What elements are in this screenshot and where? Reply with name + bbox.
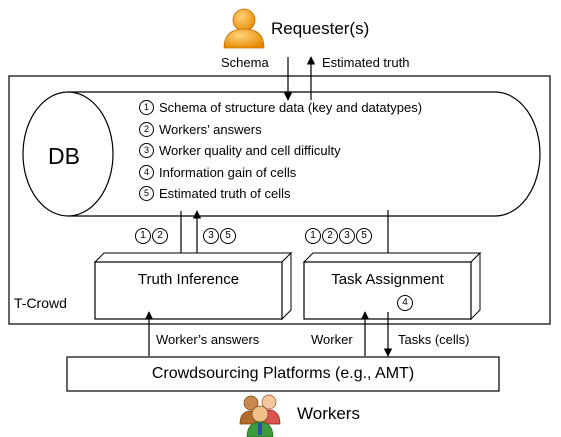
circled-number: 3 [339, 228, 355, 244]
circled-number: 1 [135, 228, 151, 244]
db-item-text: Estimated truth of cells [159, 186, 291, 202]
db-item-number: 5 [139, 186, 154, 202]
db-item: 1 Schema of structure data (key and datat… [139, 97, 422, 119]
db-item-number: 3 [139, 143, 154, 159]
circled-number: 2 [322, 228, 338, 244]
db-item-text: Schema of structure data (key and dataty… [159, 100, 423, 116]
db-item-text: Information gain of cells [159, 164, 297, 180]
circled-number: 5 [356, 228, 372, 244]
circled-number: 2 [152, 228, 168, 244]
worker-label: Worker [311, 332, 353, 347]
task-assignment-badge: 4 [397, 295, 413, 311]
t-crowd-label: T-Crowd [14, 295, 67, 311]
platform-label: Crowdsourcing Platforms (e.g., AMT) [151, 365, 415, 382]
workers-icon [239, 394, 281, 437]
db-item: 3 Worker quality and cell difficulty [139, 140, 422, 162]
db-label: DB [48, 143, 80, 169]
schema-label: Schema [221, 55, 269, 70]
db-item-text: Workers’ answers [159, 121, 262, 137]
tasks-label: Tasks (cells) [398, 332, 470, 347]
db-item-number: 1 [139, 100, 154, 116]
truth-inference-label: Truth Inference [137, 271, 240, 288]
truth-inference-box [93, 251, 293, 321]
t-crowd-system-box [8, 75, 551, 325]
circled-number: 3 [203, 228, 219, 244]
task-assignment-label: Task Assignment [331, 271, 444, 288]
estimated-truth-label: Estimated truth [322, 55, 410, 70]
db-item-number: 2 [139, 121, 154, 137]
requester-label: Requester(s) [271, 19, 370, 38]
db-cylinder [22, 91, 541, 217]
requester-icon [223, 8, 265, 49]
circled-number: 1 [305, 228, 321, 244]
db-item: 4 Information gain of cells [139, 162, 422, 184]
task-assignment-box [302, 251, 482, 321]
db-item-text: Worker quality and cell difficulty [159, 143, 341, 159]
db-item-number: 4 [139, 164, 154, 180]
workers-answers-label: Worker’s answers [156, 332, 260, 347]
circled-number: 5 [220, 228, 236, 244]
db-item: 2 Workers’ answers [139, 119, 422, 141]
workers-label: Workers [297, 404, 360, 423]
db-item: 5 Estimated truth of cells [139, 183, 422, 205]
db-items-list: 1 Schema of structure data (key and datat… [139, 97, 422, 205]
crowdsourcing-platform-box [66, 356, 500, 392]
